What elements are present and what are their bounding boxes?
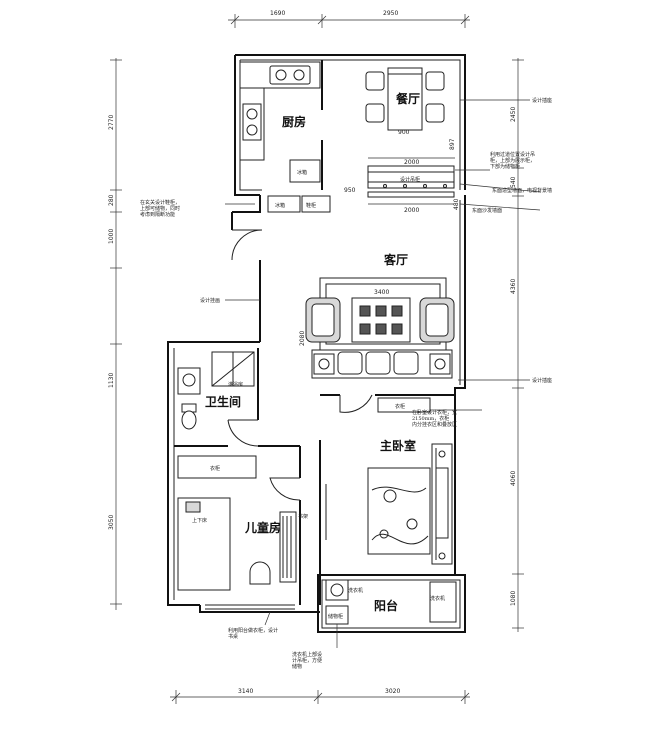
kids-desk-label: 书架 [298, 513, 308, 520]
note-kids-bottom: 利用阳台做衣柜，设计书桌 [228, 627, 278, 640]
bath-sink [177, 367, 201, 395]
kids-wardrobe-label: 衣柜 [210, 465, 220, 472]
bunk-bed [177, 497, 231, 591]
fridge [289, 159, 321, 183]
top-dimension-line [228, 14, 470, 28]
note-dining-right: 设计插座 [532, 97, 552, 104]
kitchen-sink [269, 65, 311, 85]
design-cabinet-label: 设计吊柜 [400, 176, 420, 183]
dim-sofa-depth: 2080 [299, 331, 306, 346]
shoe-cabinet-label: 鞋柜 [306, 202, 316, 209]
dim-bottom-left: 3140 [238, 688, 253, 695]
kitchen-stove [242, 103, 262, 141]
refrigerator-label: 冰箱 [275, 202, 285, 209]
sofa-set [305, 277, 455, 379]
left-dimension-line [110, 58, 122, 610]
dim-top-right: 2950 [383, 10, 398, 17]
shower [211, 351, 255, 387]
master-bedroom-label: 主卧室 [380, 438, 416, 453]
note-right-b: 东面沙发墙面 [472, 207, 502, 214]
living-right-wall [454, 195, 466, 575]
kids-chair [249, 561, 271, 585]
washer-label: 洗衣机 [348, 587, 363, 594]
kids-window [205, 604, 295, 610]
balcony-inner [321, 579, 461, 629]
dining-label: 餐厅 [396, 91, 420, 106]
living-label: 客厅 [383, 252, 408, 267]
note-entry-left: 在玄关设计鞋柜，上部可储物，同时考虑到隔断功能 [140, 199, 180, 218]
fridge-label: 冰箱 [297, 169, 307, 176]
design-cabinet [367, 157, 455, 189]
annotation-leaders [225, 99, 541, 648]
dim-left-1: 2770 [108, 115, 115, 130]
dim-left-2: 280 [108, 194, 115, 206]
dim-right-4: 4060 [510, 471, 517, 486]
dim-table-depth: 897 [449, 138, 456, 150]
toilet [181, 403, 197, 430]
dim-top-left: 1690 [270, 10, 285, 17]
dim-sofa-width: 3400 [374, 289, 389, 296]
dining-chairs [365, 71, 445, 123]
washer [325, 579, 349, 601]
living-left-wall [231, 195, 261, 342]
dim-480: 480 [453, 198, 460, 210]
dim-right-2: 540 [510, 176, 517, 188]
bunk-bed-label: 上下床 [192, 517, 207, 524]
refrigerator-box [267, 195, 301, 213]
outer-wall-top [234, 54, 466, 196]
kids-door-swing [269, 477, 301, 501]
dim-right-5: 1080 [510, 591, 517, 606]
dim-right-3: 4360 [510, 279, 517, 294]
bathroom-label: 卫生间 [205, 394, 241, 409]
kitchen-label: 厨房 [282, 114, 306, 129]
kids-bottom-wall [199, 605, 320, 613]
balcony-label: 阳台 [374, 598, 398, 613]
note-dining-cabinet: 利用过道位置设计吊柜，上部为展示柜，下部为储物柜 [490, 151, 535, 170]
dining-table [387, 67, 423, 131]
bath-door-swing [227, 419, 259, 447]
shower-label: 淋浴房 [228, 381, 243, 388]
bath-kids-left-wall [167, 341, 260, 606]
master-bed [367, 467, 431, 555]
master-wardrobe [431, 443, 453, 565]
balcony-storage [429, 581, 457, 623]
note-living-left: 设计挂画 [200, 297, 220, 304]
bottom-dimension-line [170, 690, 470, 704]
dim-opening: 950 [344, 187, 356, 194]
balcony-cabinet-label: 储物柜 [328, 613, 343, 620]
living-wardrobe [377, 397, 431, 413]
entry-door-swing [231, 229, 263, 261]
dim-right-1: 2450 [510, 107, 517, 122]
living-wardrobe-label: 衣柜 [395, 403, 405, 410]
master-door-swing [339, 394, 373, 413]
dim-left-3: 1000 [108, 229, 115, 244]
kids-wardrobe [177, 455, 257, 479]
tv-wall [367, 191, 455, 205]
dim-bottom-right: 3020 [385, 688, 400, 695]
note-balcony-bottom: 洗衣机上部设计吊柜，方便储物 [292, 651, 322, 670]
balcony-outline [317, 574, 466, 633]
right-dimension-line [512, 58, 524, 632]
note-living-right: 设计插座 [532, 377, 552, 384]
dim-tv-wall: 2000 [404, 207, 419, 214]
note-right-a: 东面造型墙面，电视背景墙 [492, 187, 552, 194]
balcony-storage-label: 洗衣机 [430, 595, 445, 602]
kids-right-wall [299, 440, 321, 605]
dim-cabinet-width: 2000 [404, 159, 419, 166]
dim-left-5: 3050 [108, 515, 115, 530]
kids-desk [279, 511, 297, 583]
kids-room-label: 儿童房 [244, 520, 281, 535]
dim-table-width: 900 [398, 129, 410, 136]
shoe-cabinet [301, 195, 331, 213]
dim-left-4: 1130 [108, 373, 115, 388]
